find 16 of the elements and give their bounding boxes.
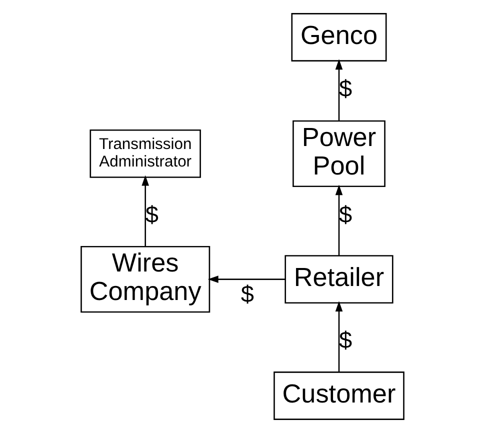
- node-box: Genco: [290, 13, 386, 62]
- edge-label: $: [144, 201, 158, 228]
- arrow: [334, 59, 342, 121]
- arrow: [334, 301, 342, 372]
- edge-label: $: [338, 326, 352, 353]
- node-box: Customer: [273, 372, 404, 420]
- arrow: [207, 276, 285, 283]
- edge-label: $: [338, 76, 352, 102]
- node-box: Transmission Administrator: [89, 129, 200, 178]
- node-box: Retailer: [284, 255, 393, 304]
- edge-label: $: [338, 201, 352, 228]
- edge-label: $: [240, 281, 254, 308]
- arrow: [141, 175, 149, 246]
- node-box: Power Pool: [292, 120, 385, 188]
- arrow: [334, 184, 342, 256]
- node-box: Wires Company: [80, 246, 210, 313]
